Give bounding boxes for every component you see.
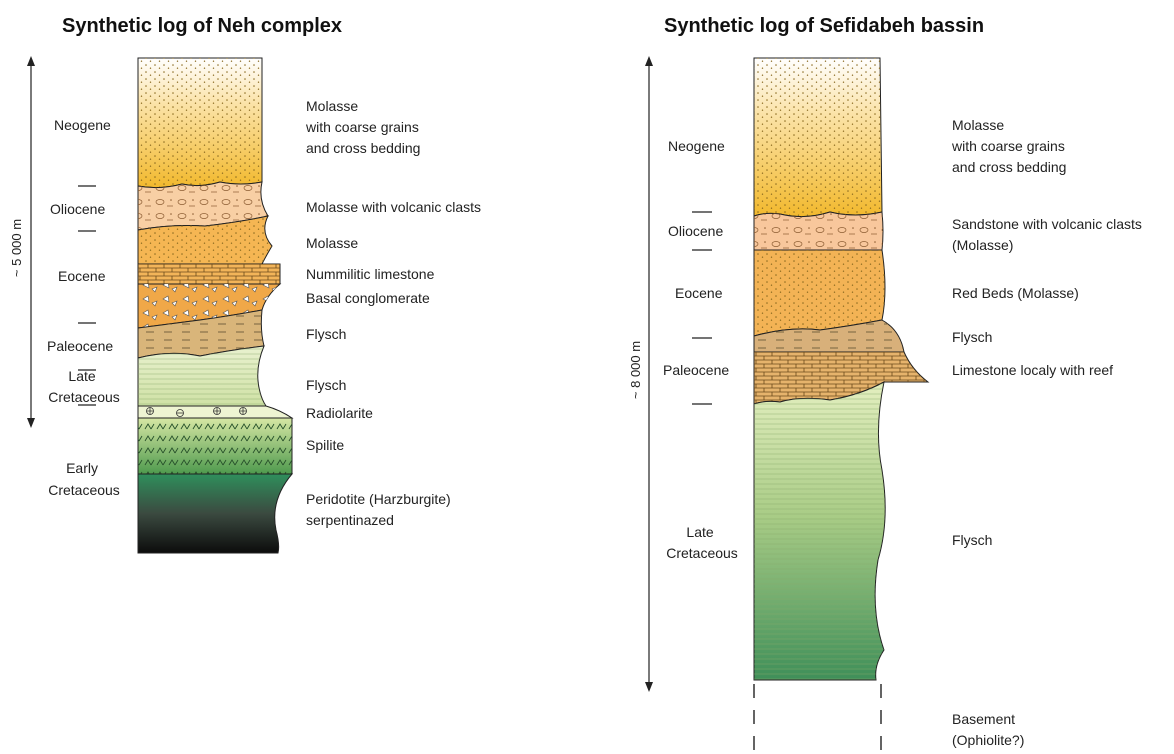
sef-thickness-arrow xyxy=(645,56,653,692)
sef-lith-molasse-coarse: Molasse with coarse grains and cross bed… xyxy=(951,117,1069,175)
neh-age-early-cretaceous: Early Cretaceous xyxy=(48,460,120,498)
neh-lith-nummilitic: Nummilitic limestone xyxy=(306,266,435,282)
neh-column xyxy=(138,58,292,553)
neh-age-eocene: Eocene xyxy=(58,268,106,284)
neh-lith-flysch-lower: Flysch xyxy=(306,377,346,393)
neh-lith-peridotite: Peridotite (Harzburgite) serpentinazed xyxy=(306,491,455,528)
neh-age-oliocene: Oliocene xyxy=(50,201,105,217)
neh-age-late-cretaceous: Late Cretaceous xyxy=(48,368,120,405)
neh-lith-spilite: Spilite xyxy=(306,437,344,453)
neh-lith-molasse: Molasse xyxy=(306,235,358,251)
sef-thickness-label: ~ 8 000 m xyxy=(628,341,643,399)
neh-lith-flysch-upper: Flysch xyxy=(306,326,346,342)
neh-lith-molasse-coarse: Molasse with coarse grains and cross bed… xyxy=(305,98,423,156)
neh-thickness-arrow xyxy=(27,56,35,428)
sef-age-neogene: Neogene xyxy=(668,138,725,154)
sef-age-oliocene: Oliocene xyxy=(668,223,723,239)
sef-basement-dashes xyxy=(754,684,881,754)
neh-lith-molasse-volcanic: Molasse with volcanic clasts xyxy=(306,199,481,215)
neh-age-paleocene: Paleocene xyxy=(47,338,113,354)
sefidabeh-column xyxy=(754,58,928,680)
sef-lith-basement: Basement (Ophiolite?) xyxy=(952,711,1024,748)
sef-lith-flysch-lower: Flysch xyxy=(952,532,992,548)
sef-age-late-cretaceous: Late Cretaceous xyxy=(666,524,738,561)
sefidabeh-title: Synthetic log of Sefidabeh bassin xyxy=(664,15,984,37)
neh-age-neogene: Neogene xyxy=(54,117,111,133)
sef-lith-sandstone-volcanic: Sandstone with volcanic clasts (Molasse) xyxy=(952,216,1146,253)
sef-age-eocene: Eocene xyxy=(675,285,723,301)
neh-lith-radiolarite: Radiolarite xyxy=(306,405,373,421)
neh-title: Synthetic log of Neh complex xyxy=(62,15,342,37)
neh-layer-peridotite xyxy=(138,474,292,553)
neh-lith-basal-conglomerate: Basal conglomerate xyxy=(306,290,430,306)
sef-lith-red-beds: Red Beds (Molasse) xyxy=(952,285,1079,301)
neh-thickness-label: ~ 5 000 m xyxy=(9,219,24,277)
sef-age-paleocene: Paleocene xyxy=(663,362,729,378)
sef-lith-limestone-reef: Limestone localy with reef xyxy=(952,362,1113,378)
sef-lith-flysch-upper: Flysch xyxy=(952,329,992,345)
